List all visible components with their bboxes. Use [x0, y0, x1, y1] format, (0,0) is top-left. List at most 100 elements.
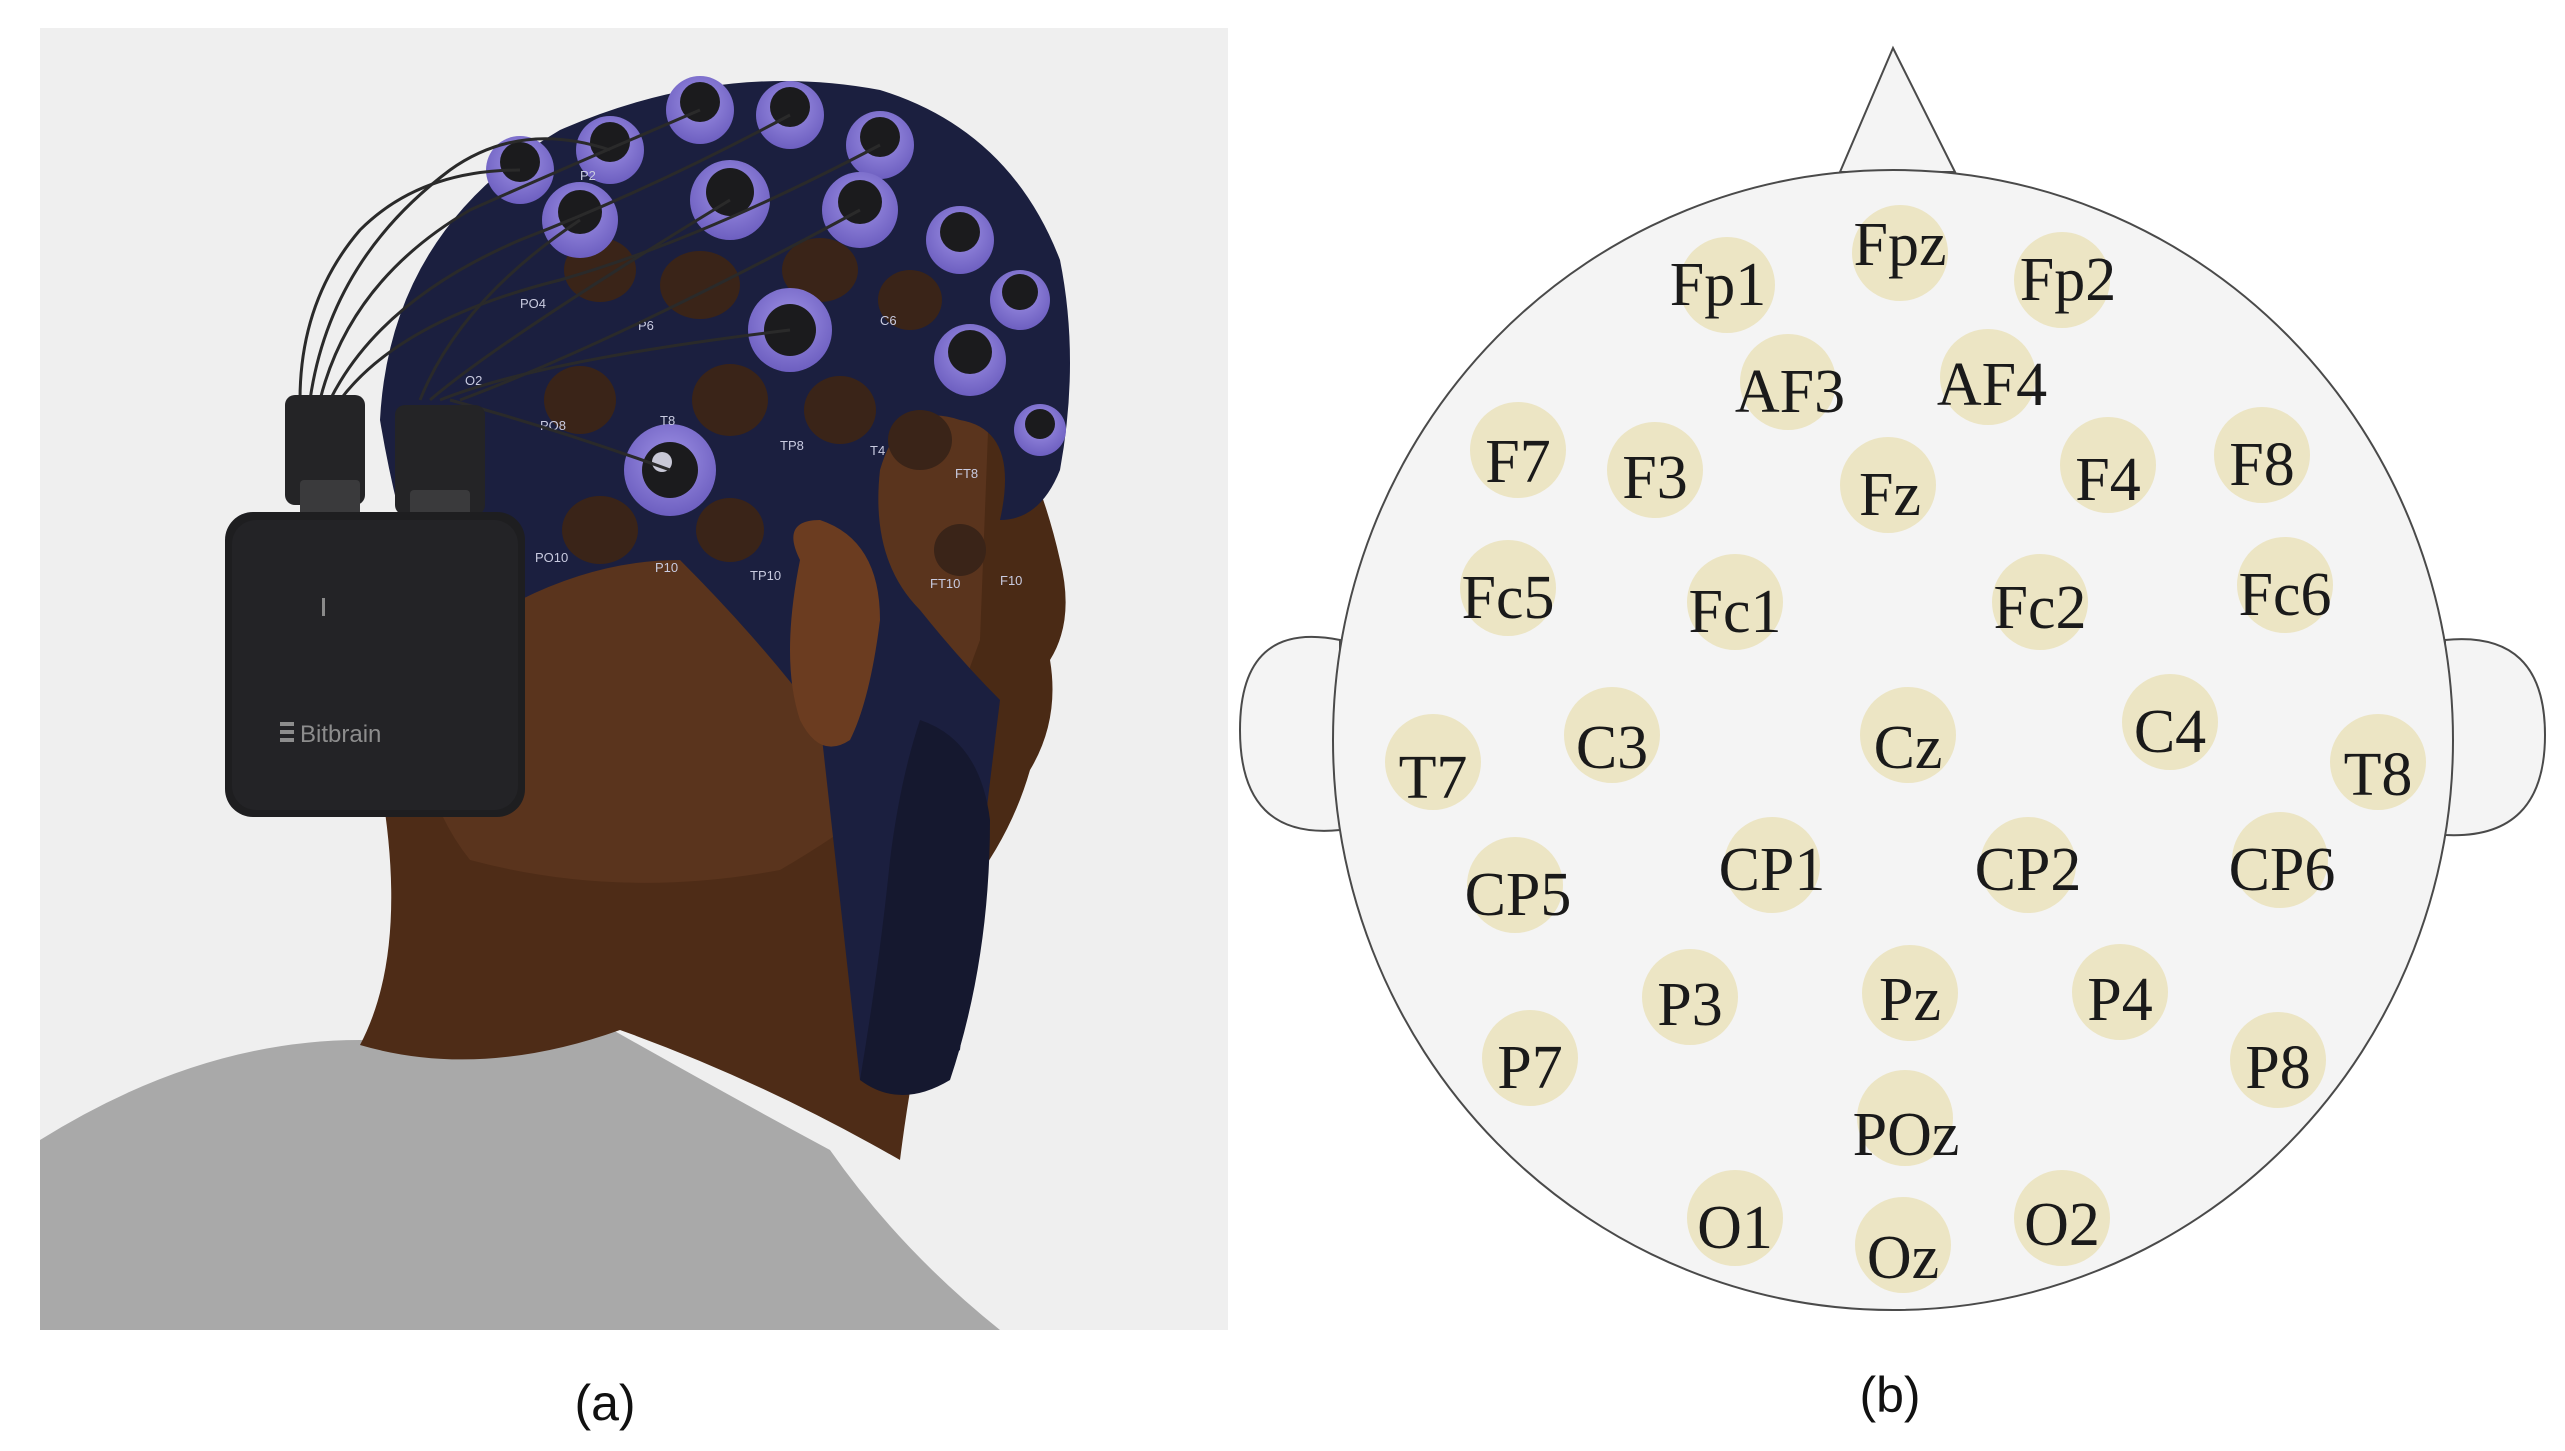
electrode-label: Fc2	[1994, 574, 2087, 642]
electrode-label: POz	[1853, 1101, 1960, 1169]
electrode-label: CP6	[2229, 836, 2336, 904]
electrode-fpz: Fpz	[1852, 205, 1948, 301]
electrode-p4: P4	[2072, 944, 2168, 1040]
electrode-cp2: CP2	[1975, 817, 2082, 913]
panel-a-label: (a)	[574, 1375, 635, 1431]
electrode-fp2: Fp2	[2014, 232, 2116, 328]
electrode-label: O1	[1697, 1194, 1773, 1262]
electrode-label: T8	[2344, 741, 2413, 809]
electrode-marker	[1470, 402, 1566, 498]
electrode-cp5: CP5	[1465, 837, 1571, 933]
cap-print-labels: PO4 P6 C6 PO8 T8 TP8 T4 FT8 PO10 P10 TP1…	[465, 168, 1022, 591]
electrode-label: Fp2	[2020, 246, 2116, 314]
electrode-marker	[1740, 334, 1836, 430]
electrode-o2: O2	[2014, 1170, 2110, 1266]
electrode-marker	[1992, 554, 2088, 650]
electrode-marker	[1855, 1197, 1951, 1293]
electrode-f7: F7	[1470, 402, 1566, 498]
electrode-label: Oz	[1867, 1224, 1939, 1292]
cap-label: O2	[465, 373, 482, 388]
electrode-marker	[1980, 817, 2076, 913]
electrode-af3: AF3	[1735, 334, 1845, 430]
electrode-marker	[2237, 537, 2333, 633]
left-ear	[1238, 635, 1341, 832]
electrode-label: AF4	[1937, 351, 2047, 419]
electrode-marker	[1687, 1170, 1783, 1266]
electrode-marker	[1862, 945, 1958, 1041]
electrode-p3: P3	[1642, 949, 1738, 1045]
electrode-label: Fc6	[2239, 561, 2332, 629]
electrode-o1: O1	[1687, 1170, 1783, 1266]
cap-label: FT10	[930, 576, 960, 591]
cap-label: F10	[1000, 573, 1022, 588]
electrode-cz: Cz	[1860, 687, 1956, 783]
electrode-label: Fc5	[1462, 564, 1555, 632]
electrode-label: P7	[1497, 1034, 1562, 1102]
cap-label: TP8	[780, 438, 804, 453]
electrode-label: T7	[1399, 744, 1468, 812]
electrode-f8: F8	[2214, 407, 2310, 503]
cap-label: FT8	[955, 466, 978, 481]
electrode-label: P3	[1657, 971, 1722, 1039]
bitbrain-amplifier: Bitbrain	[225, 512, 525, 817]
electrode-marker	[1460, 540, 1556, 636]
gray-shirt	[40, 1000, 1000, 1330]
electrode-marker	[2072, 944, 2168, 1040]
electrode-marker	[2014, 1170, 2110, 1266]
electrode-marker	[1679, 237, 1775, 333]
electrode-marker	[1467, 837, 1563, 933]
eeg-cap-photo: PO4 P6 C6 PO8 T8 TP8 T4 FT8 PO10 P10 TP1…	[40, 28, 1228, 1330]
electrode-label: F3	[1622, 444, 1687, 512]
electrode-marker	[1724, 817, 1820, 913]
nose	[1838, 45, 1957, 173]
electrode-label: Fz	[1859, 461, 1921, 529]
electrode-fp1: Fp1	[1670, 237, 1775, 333]
electrode-marker	[1860, 687, 1956, 783]
panel-b-label: (b)	[1859, 1367, 1920, 1423]
electrode-cables	[298, 108, 881, 472]
electrode-marker	[1852, 205, 1948, 301]
electrode-label: P4	[2087, 966, 2152, 1034]
electrode-label: Fpz	[1854, 211, 1947, 279]
right-ear	[2444, 638, 2547, 837]
chin-strap	[860, 720, 990, 1095]
electrode-fc1: Fc1	[1687, 554, 1783, 650]
bitbrain-logo-icon	[280, 722, 294, 742]
electrode-marker	[2122, 674, 2218, 770]
electrode-p7: P7	[1482, 1010, 1578, 1106]
electrode-label: C4	[2134, 698, 2206, 766]
electrode-t7: T7	[1385, 714, 1481, 812]
cap-label: TP10	[750, 568, 781, 583]
electrode-marker	[2330, 714, 2426, 810]
electrode-label: Pz	[1879, 966, 1941, 1034]
cable-connectors	[285, 395, 485, 530]
ear	[790, 520, 880, 747]
electrode-label: F7	[1485, 428, 1550, 496]
electrode-t8: T8	[2330, 714, 2426, 810]
electrode-fc6: Fc6	[2237, 537, 2333, 633]
electrode-marker	[1385, 714, 1481, 810]
electrode-fc2: Fc2	[1992, 554, 2088, 650]
electrode-c4: C4	[2122, 674, 2218, 770]
electrode-oz: Oz	[1855, 1197, 1951, 1293]
electrode-marker	[2232, 812, 2328, 908]
electrode-label: C3	[1576, 714, 1648, 782]
electrode-label: CP2	[1975, 836, 2082, 904]
electrode-marker	[1607, 422, 1703, 518]
electrode-pz: Pz	[1862, 945, 1958, 1041]
electrode-marker	[2060, 417, 2156, 513]
electrode-f3: F3	[1607, 422, 1703, 518]
electrode-p8: P8	[2230, 1012, 2326, 1108]
electrode-label: AF3	[1735, 358, 1845, 426]
electrode-f4: F4	[2060, 417, 2156, 514]
electrode-c3: C3	[1564, 687, 1660, 783]
electrode-af4: AF4	[1937, 329, 2047, 425]
electrode-marker	[2014, 232, 2110, 328]
cap-label: P10	[655, 560, 678, 575]
cap-label: T4	[870, 443, 885, 458]
electrode-marker	[1687, 554, 1783, 650]
cap-label: P2	[580, 168, 596, 183]
